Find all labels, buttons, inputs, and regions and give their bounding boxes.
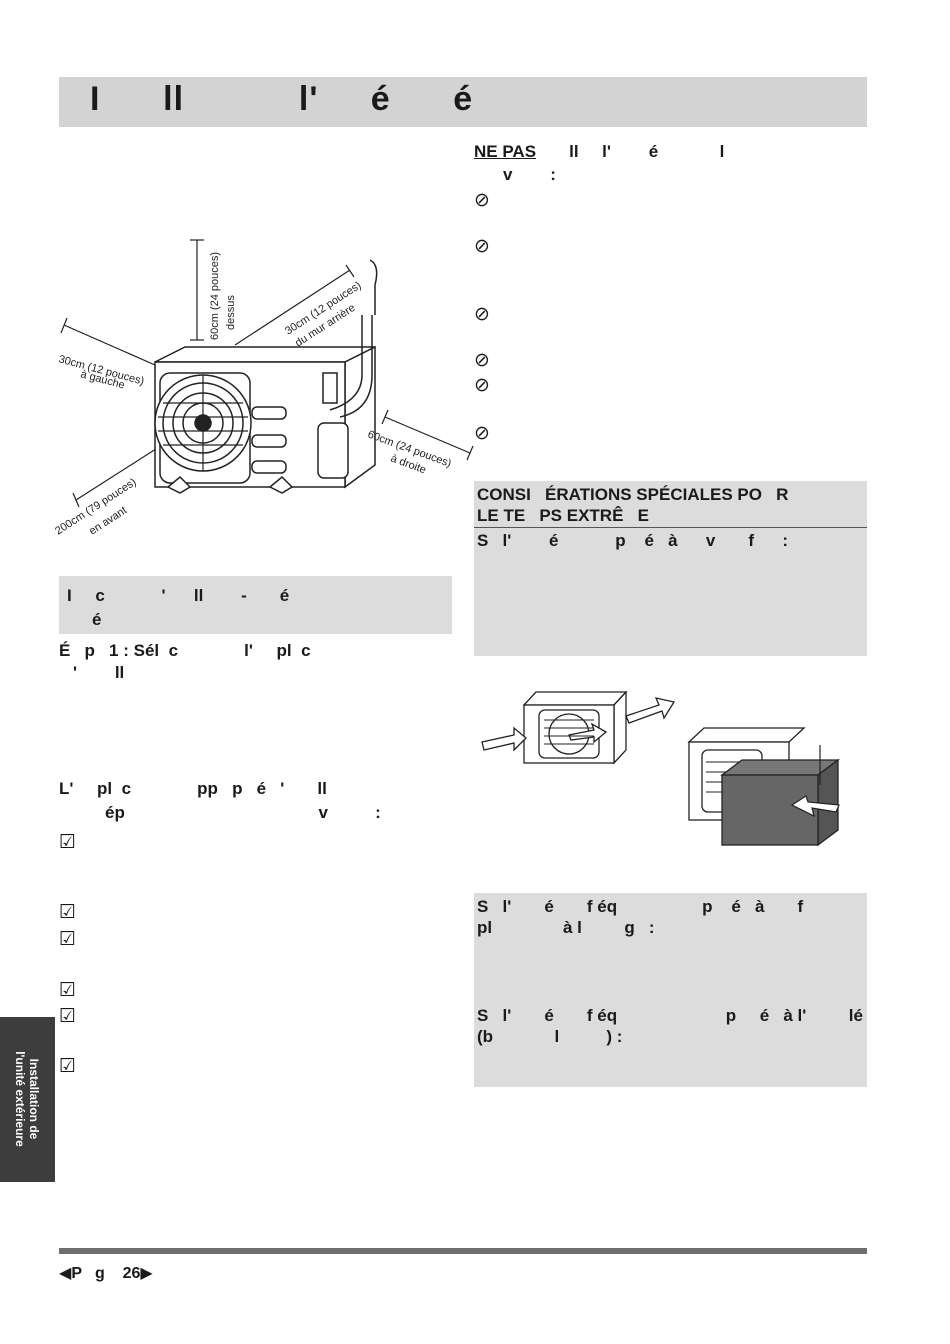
step-heading-line1: É p 1 : Sél c l' pl c [59, 641, 311, 660]
prohibited-icon: ⊘ [474, 423, 490, 444]
special-divider [474, 527, 867, 528]
page-number-text: P g 26 [71, 1265, 141, 1282]
rear-dimension-line [234, 269, 351, 346]
side-tab-label: Installation de l'unité extérieure [13, 1051, 41, 1147]
prohibited-icon: ⊘ [474, 190, 490, 211]
prev-arrow-icon: ◀ [59, 1265, 72, 1282]
side-tab-line1: Installation de [27, 1058, 41, 1140]
snow-condition-line1: S l' é f éq p é à f [477, 897, 804, 916]
clearance-diagram: 60cm (24 pouces) dessus 30cm (12 pouces)… [53, 239, 474, 538]
checkbox-icon: ☑ [59, 929, 77, 950]
snow-condition-line2: pl à l g : [477, 918, 655, 937]
ne-pas-label: NE PAS [474, 142, 537, 161]
checkbox-icon: ☑ [59, 980, 77, 1001]
conditions-box [474, 893, 867, 1087]
left-section-heading-box [59, 576, 452, 634]
section-side-tab: Installation de l'unité extérieure [0, 1017, 55, 1182]
next-arrow-icon: ▶ [140, 1265, 153, 1282]
prohibited-icon: ⊘ [474, 236, 490, 257]
footer-rule [59, 1248, 867, 1254]
step-heading-line2: ' ll [73, 663, 125, 682]
location-heading-line2: ép v : [105, 803, 381, 822]
special-heading-line1: CONSI ÉRATIONS SPÉCIALES PO R [477, 485, 789, 504]
checkbox-icon: ☑ [59, 1056, 77, 1077]
left-section-heading-line1: I c ' ll - é [67, 586, 290, 605]
ne-pas-heading: NE PAS ll l' é l [474, 139, 724, 165]
prohibited-icon: ⊘ [474, 304, 490, 325]
ne-pas-rest: ll l' é l [536, 142, 725, 161]
checkbox-icon: ☑ [59, 832, 77, 853]
title-bar [59, 77, 867, 127]
prohibited-icon: ⊘ [474, 375, 490, 396]
special-heading-line2: LE TE PS EXTRÊ E [477, 506, 649, 525]
location-heading-line1: L' pl c pp p é ' ll [59, 779, 327, 798]
right-dimension-line [384, 416, 471, 454]
checkbox-icon: ☑ [59, 1006, 77, 1027]
special-subheading: S l' é p é à v f : [477, 531, 789, 550]
special-considerations-box [474, 481, 867, 656]
top-label-2: dessus [225, 295, 237, 330]
wind-barrier-illustration [481, 690, 840, 847]
outdoor-unit [154, 259, 378, 494]
prohibited-icon: ⊘ [474, 350, 490, 371]
left-dimension-line [63, 324, 156, 366]
ne-pas-line2: v : [503, 165, 556, 184]
coast-condition-line1: S l' é f éq p é à l' lé [477, 1006, 863, 1025]
page-number: ◀P g 26▶ [59, 1263, 153, 1283]
checkbox-icon: ☑ [59, 902, 77, 923]
side-tab-line2: l'unité extérieure [13, 1051, 27, 1147]
page-title: I ll l' é é [90, 80, 474, 118]
left-section-heading-line2: é [92, 610, 102, 629]
top-label-1: 60cm (24 pouces) [209, 252, 221, 340]
coast-condition-line2: (b l ) : [477, 1027, 623, 1046]
